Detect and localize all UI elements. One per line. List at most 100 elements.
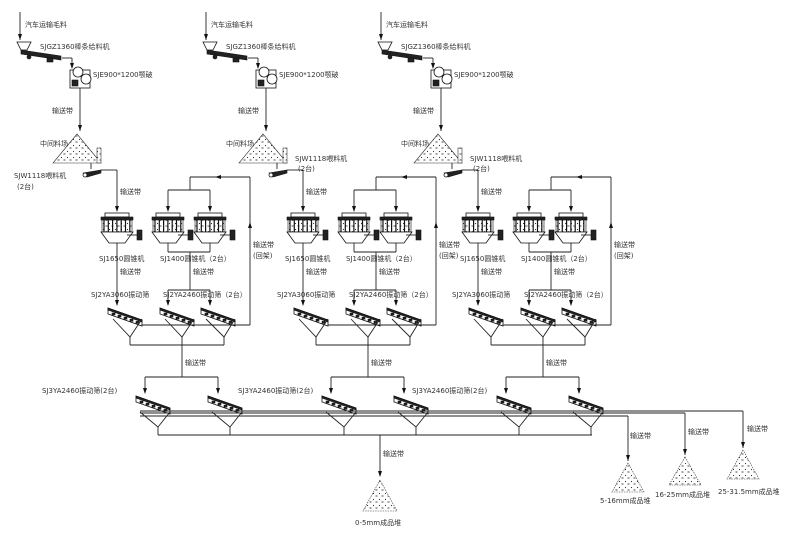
screen-mesh	[321, 321, 326, 324]
vibrating-feeder-label: SJW1118喂料机	[295, 154, 347, 163]
cone-crusher-1650-label: SJ1650圆锥机	[285, 254, 330, 263]
cone-top	[104, 212, 130, 218]
arrow-up-icon	[609, 222, 613, 228]
arrow-down-icon	[264, 125, 268, 131]
screen-mesh	[169, 314, 174, 318]
cone-flange	[151, 216, 185, 221]
screen-mesh	[211, 400, 216, 404]
conveyor-label: 输送带	[185, 358, 206, 367]
pile-shape	[238, 133, 288, 164]
jaw-flywheel	[441, 73, 453, 85]
cone-base	[100, 231, 134, 244]
vibrating-screen-icon	[207, 395, 243, 415]
arrow-left-icon	[401, 175, 407, 179]
cone-flange	[286, 216, 320, 221]
cone-base	[337, 231, 371, 244]
arrow-down-icon	[439, 125, 443, 131]
screen-mesh	[337, 404, 342, 408]
cone-motor	[187, 229, 194, 241]
screen-mesh	[111, 312, 116, 316]
screen-mesh	[572, 400, 577, 404]
feeder-motor	[232, 57, 240, 63]
arrow-down-icon	[394, 206, 398, 212]
screen-mesh	[331, 402, 336, 406]
screen-top	[107, 307, 143, 323]
screen-mesh	[325, 400, 330, 404]
screen-mesh	[571, 314, 576, 318]
cone-base	[512, 231, 546, 244]
cone-crusher-1400-label: SJ1400圆锥机（2台）	[521, 254, 592, 263]
vibrating-screen-icon	[468, 307, 504, 327]
feeder-body	[206, 49, 248, 61]
vibrating-screen-icon	[386, 307, 422, 327]
vibrating-screen-icon	[393, 395, 429, 415]
arrow-down-icon	[352, 300, 356, 306]
screen-mesh	[414, 321, 419, 324]
screen-top	[520, 307, 556, 323]
screen-mesh	[402, 316, 407, 320]
jaw-motor	[257, 79, 265, 87]
vibrating-screen-icon	[159, 307, 195, 327]
arrow-down-icon	[352, 206, 356, 212]
arrow-up-icon	[434, 222, 438, 228]
screen-mesh	[297, 312, 302, 316]
screen-mesh	[315, 318, 320, 322]
screen-mesh	[216, 316, 221, 320]
screen-mesh	[548, 321, 553, 324]
screen-mesh	[117, 314, 122, 318]
pile-shape	[726, 449, 760, 480]
cone-flange	[337, 216, 371, 221]
screen-hopper	[325, 411, 357, 428]
cone-base	[461, 231, 495, 244]
screen-mesh	[367, 318, 372, 322]
vibrating-feeder-icon	[268, 169, 288, 178]
return-conveyor-label: 输送带	[253, 240, 274, 249]
product-pile-icon	[611, 462, 645, 493]
arrow-down-icon	[301, 300, 305, 306]
cone-crusher-icon	[337, 212, 380, 244]
screen-mesh	[217, 402, 222, 406]
arrow-down-icon	[394, 300, 398, 306]
screen-mesh	[506, 402, 511, 406]
truck-label: 汽车运输毛料	[211, 20, 253, 29]
screen-top	[386, 307, 422, 323]
cone-crusher-icon	[554, 212, 597, 244]
screen-top	[321, 395, 357, 411]
screen-mesh	[524, 312, 529, 316]
arrow-down-icon	[379, 34, 383, 40]
screen-hopper	[139, 411, 171, 428]
grizzly-feeder-label: SJGZ1360棒条给料机	[40, 42, 110, 51]
conveyor-label: 输送带	[120, 187, 141, 196]
arrow-down-icon	[204, 34, 208, 40]
intermediate-pile-label: 中间料场	[401, 139, 429, 148]
pile-shape	[362, 479, 398, 512]
arrow-down-icon	[115, 206, 119, 212]
arrow-down-icon	[166, 300, 170, 306]
vibrating-screen-icon	[200, 307, 236, 327]
screen-mesh	[181, 318, 186, 322]
product-pile-label: 5-16mm成品堆	[600, 496, 651, 505]
truck-label: 汽车运输毛料	[25, 20, 67, 29]
truck-label: 汽车运输毛料	[386, 20, 428, 29]
screen-mesh	[583, 318, 588, 322]
screen-mesh	[129, 318, 134, 322]
screen-mesh	[204, 312, 209, 316]
screen-mesh	[512, 404, 517, 408]
screen-mesh	[373, 321, 378, 324]
screen-mesh	[222, 318, 227, 322]
vibrating-screen-icon	[321, 395, 357, 415]
cone-base	[151, 231, 185, 244]
jaw-motor	[432, 79, 440, 87]
screen-top	[159, 307, 195, 323]
feeder-wheel	[26, 54, 32, 60]
cone-crusher-1400-label: SJ1400圆锥机（2台）	[346, 254, 417, 263]
conveyor-label: 输送带	[379, 267, 400, 276]
cone-base	[554, 231, 588, 244]
vib-feeder-wheel	[443, 172, 449, 178]
screen-hopper	[500, 411, 532, 428]
conveyor-label: 输送带	[413, 106, 434, 115]
cone-top	[383, 212, 409, 218]
jaw-crusher-label: SJE900*1200颚破	[279, 70, 339, 79]
grizzly-feeder-icon	[202, 41, 248, 63]
